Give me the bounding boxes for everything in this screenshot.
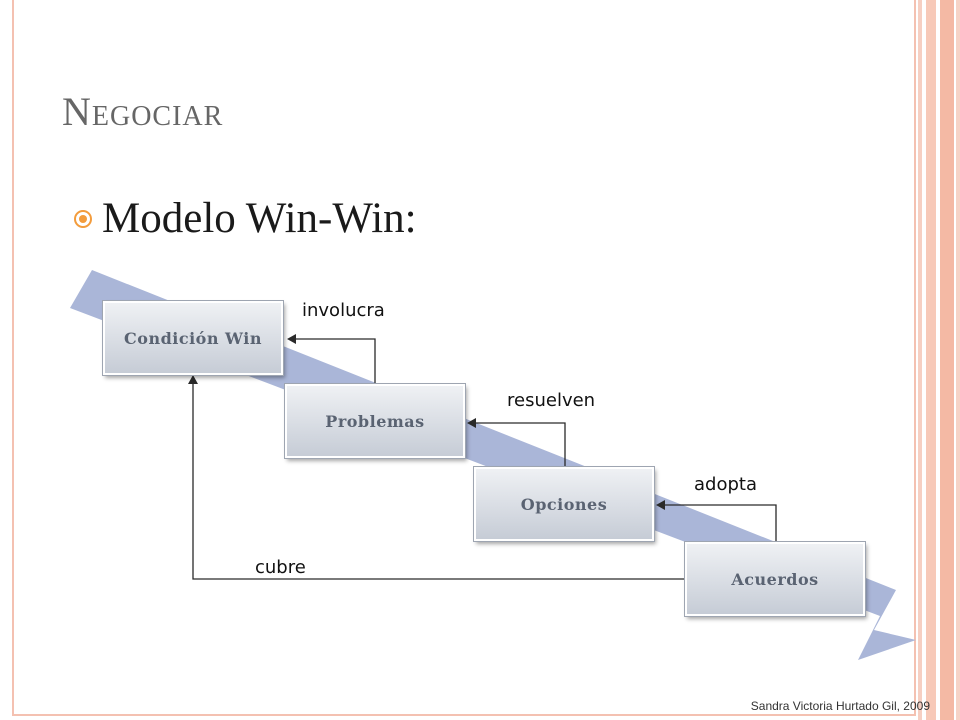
arrowhead-involucra <box>287 334 296 344</box>
connector-involucra <box>293 338 376 384</box>
connector-adopta <box>664 504 777 542</box>
footer-credit: Sandra Victoria Hurtado Gil, 2009 <box>750 699 930 713</box>
decor-stripe-2 <box>926 0 936 720</box>
slide-title: Negociar <box>62 89 224 134</box>
box-condicion-win: Condición Win <box>102 300 284 376</box>
label-cubre: cubre <box>255 557 306 578</box>
bullet-icon <box>74 210 92 228</box>
box-acuerdos: Acuerdos <box>684 541 866 617</box>
decor-stripe-3 <box>940 0 954 720</box>
arrowhead-adopta <box>656 500 665 510</box>
label-involucra: involucra <box>302 300 385 321</box>
slide-frame <box>12 0 916 716</box>
bullet-text: Modelo Win-Win: <box>102 195 417 242</box>
connector-resuelven <box>474 422 566 467</box>
box-opciones: Opciones <box>473 466 655 542</box>
label-adopta: adopta <box>694 474 757 495</box>
decor-stripe-4 <box>956 0 960 720</box>
connector-cubre <box>192 383 684 580</box>
decor-stripe-1 <box>918 0 922 720</box>
arrowhead-cubre <box>188 375 198 384</box>
label-resuelven: resuelven <box>507 390 596 411</box>
box-problemas: Problemas <box>284 383 466 459</box>
arrowhead-resuelven <box>467 418 476 428</box>
